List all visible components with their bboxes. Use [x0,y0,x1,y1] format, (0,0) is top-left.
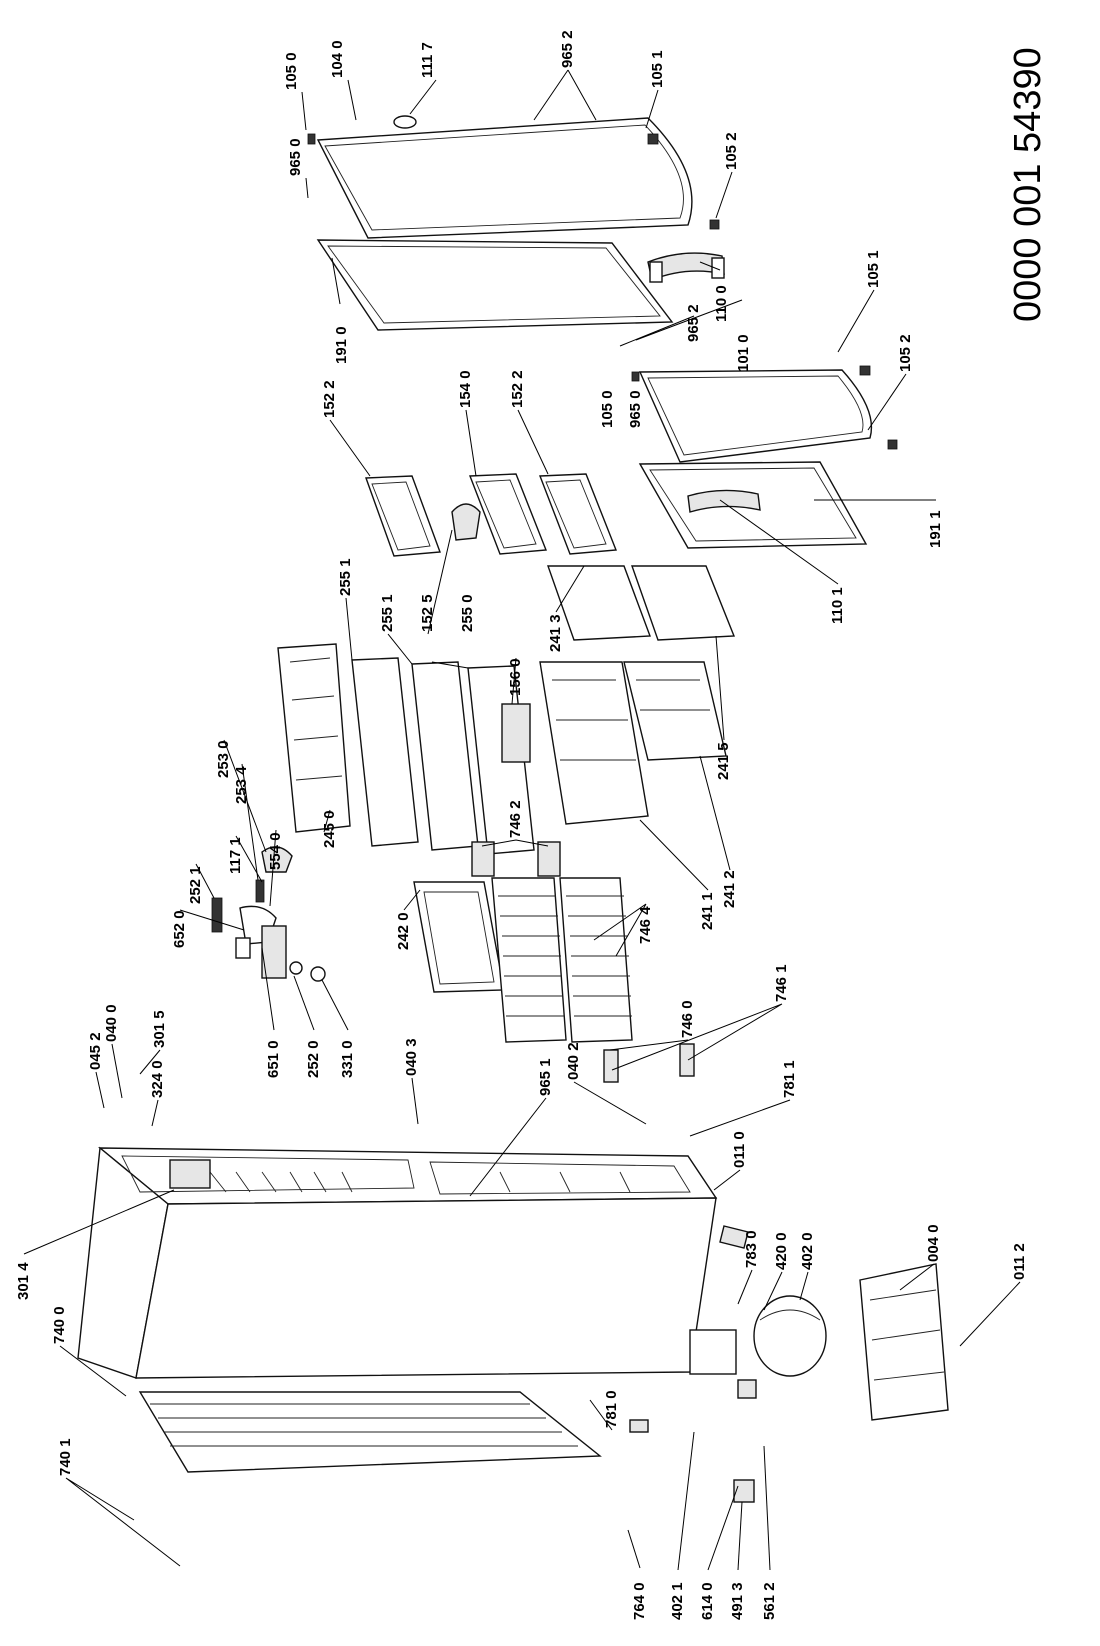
evaporator-plates [471,841,695,1083]
label-746-4: 746 4 [637,906,654,944]
label-746-2: 746 2 [507,800,524,838]
label-253-0: 253 0 [215,740,232,778]
label-011-2: 011 2 [1011,1243,1028,1280]
label-110-0: 110 0 [713,285,730,322]
label-117-1: 117 1 [227,837,244,874]
label-301-5: 301 5 [151,1010,168,1048]
label-651-0: 651 0 [265,1040,282,1078]
compressor [629,1225,949,1503]
label-191-1: 191 1 [927,510,944,548]
label-241-3: 241 3 [547,614,564,652]
upper-door-handle [647,252,725,283]
label-331-0: 331 0 [339,1040,356,1078]
label-105-1-a: 105 1 [649,50,666,88]
label-255-1-b: 255 1 [379,594,396,632]
label-402-0: 402 0 [799,1232,816,1270]
label-255-1-a: 255 1 [337,558,354,596]
label-241-1: 241 1 [699,892,716,930]
upper-door-gasket [316,239,674,331]
label-152-2-a: 152 2 [321,380,338,418]
label-040-0: 040 0 [103,1004,120,1042]
label-040-2: 040 2 [565,1042,582,1080]
label-740-0: 740 0 [51,1306,68,1344]
condenser [138,1391,602,1473]
label-011-0: 011 0 [731,1131,748,1168]
label-491-3: 491 3 [729,1582,746,1620]
door-shelf-bottom [538,473,617,555]
label-746-0: 746 0 [679,1000,696,1038]
document-number: 0000 001 54390 [1007,47,1049,322]
glass-shelves [277,643,535,855]
refrigerator-cabinet [77,1146,718,1379]
label-252-1: 252 1 [187,866,204,904]
label-105-0-b: 105 0 [599,390,616,428]
label-965-0-a: 965 0 [287,138,304,176]
label-252-0: 252 0 [305,1040,322,1078]
label-324-0: 324 0 [149,1060,166,1098]
label-104-0: 104 0 [329,40,346,78]
label-561-2: 561 2 [761,1582,778,1620]
label-156-0: 156 0 [507,658,524,696]
label-241-5: 241 5 [715,742,732,780]
upper-freezer-drawer [413,881,505,993]
thermostat-assembly [211,846,326,982]
label-402-1: 402 1 [669,1582,686,1620]
label-154-0: 154 0 [457,370,474,408]
door-shelf-top [365,475,441,557]
label-101-0: 101 0 [735,334,752,372]
label-110-1: 110 1 [829,587,846,624]
label-040-3: 040 3 [403,1038,420,1076]
label-783-0: 783 0 [743,1230,760,1268]
label-105-2-b: 105 2 [897,334,914,372]
label-554-0: 554 0 [267,832,284,870]
lower-door [631,365,898,463]
label-781-0: 781 0 [603,1390,620,1428]
leader-lines [23,69,1021,1571]
label-764-0: 764 0 [631,1582,648,1620]
label-965-1: 965 1 [537,1058,554,1096]
label-105-1-b: 105 1 [865,250,882,288]
label-253-4: 253 4 [233,766,250,804]
label-152-2-b: 152 2 [509,370,526,408]
label-255-0: 255 0 [459,594,476,632]
label-746-1: 746 1 [773,964,790,1002]
label-152-5: 152 5 [419,594,436,632]
label-781-1: 781 1 [781,1060,798,1098]
label-105-0-a: 105 0 [283,52,300,90]
label-111-7: 111 7 [419,42,436,78]
label-965-0-b: 965 0 [627,390,644,428]
label-241-2: 241 2 [721,870,738,908]
door-shelf-middle [451,473,547,555]
label-242-0: 242 0 [395,912,412,950]
label-105-2-a: 105 2 [723,132,740,170]
label-301-4: 301 4 [15,1262,32,1300]
upper-door [307,115,720,239]
label-045-2: 045 2 [87,1032,104,1070]
label-740-1: 740 1 [57,1438,74,1476]
label-191-0: 191 0 [333,326,350,364]
freezer-drawers [501,565,736,825]
label-965-2-a: 965 2 [559,30,576,68]
label-652-0: 652 0 [171,910,188,948]
label-004-0: 004 0 [925,1224,942,1262]
label-965-2-b: 965 2 [685,304,702,342]
lower-door-gasket [638,461,868,549]
label-245-0: 245 0 [321,810,338,848]
label-614-0: 614 0 [699,1582,716,1620]
label-420-0: 420 0 [773,1232,790,1270]
